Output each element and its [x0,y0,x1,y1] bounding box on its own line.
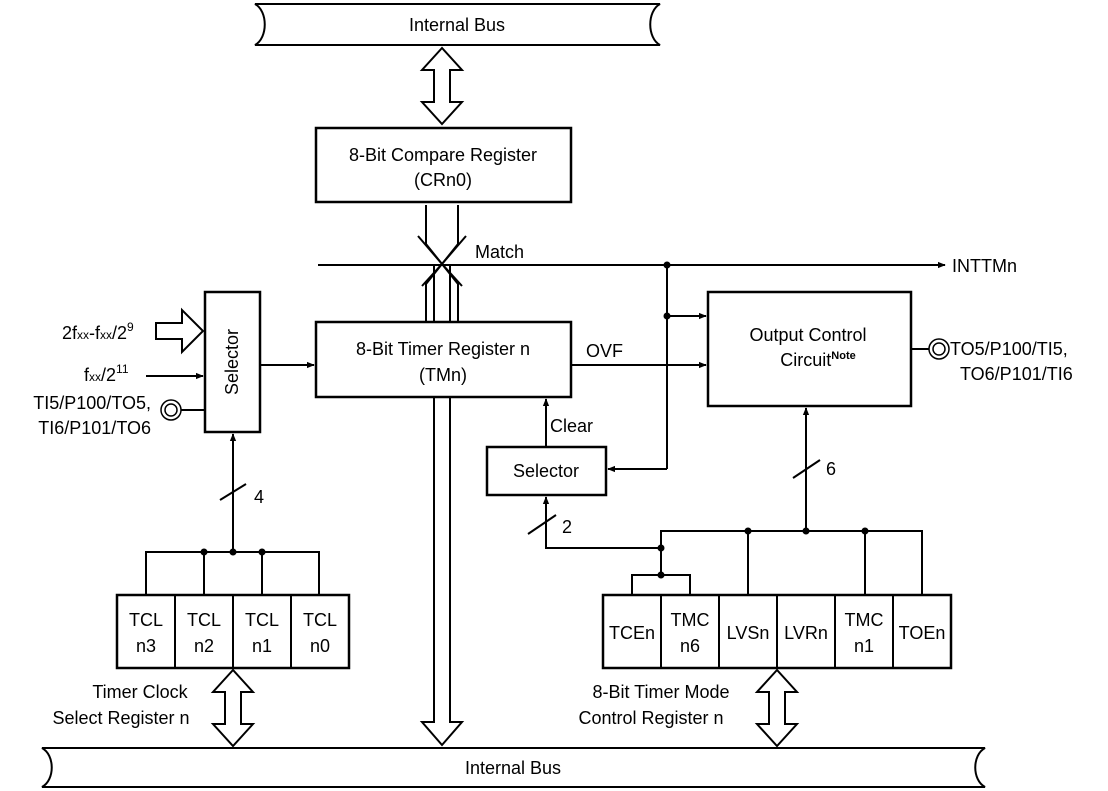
tmc-bit-n1-bottom: n1 [854,636,874,656]
to-pin-terminal [911,338,950,360]
ti-pin-label-1: TI5/P100/TO5, [33,393,151,413]
tcl-bit-n1-bottom: n1 [252,636,272,656]
clock-selector-box: Selector [203,290,262,434]
timer-register-bus-arrow [419,397,465,747]
tmc-register-name-1: 8-Bit Timer Mode [592,682,729,702]
timer-bus-upper-head [421,262,463,287]
tmc-bit-lvrn: LVRn [784,623,828,643]
internal-bus-bottom-label: Internal Bus [465,758,561,778]
output-width-slash [792,459,821,479]
match-branch [607,261,707,473]
clock-range-input-label: 2fxx-fxx/29 [62,320,134,343]
tcl-bit-n0-bottom: n0 [310,636,330,656]
clear-selector-box: Selector [485,445,608,497]
to-pin-label-2: TO6/P101/TI6 [960,364,1073,384]
internal-bus-bottom: Internal Bus [41,747,986,788]
output-control-box: Output Control CircuitNote [706,290,913,408]
tcl-bit-n3-top: TCL [129,610,163,630]
clock-selector-label: Selector [222,329,242,395]
tmc-bit-n6-bottom: n6 [680,636,700,656]
tcl-bus-arrow [210,668,256,748]
tcl-bit-n1-top: TCL [245,610,279,630]
clear-width-label: 2 [562,517,572,537]
ovf-label: OVF [586,341,623,361]
compare-register-box: 8-Bit Compare Register (CRn0) [314,126,573,204]
tmc-bit-lvsn: LVSn [727,623,770,643]
tmc-to-clear-selector [542,496,661,549]
match-label: Match [475,242,524,262]
compare-register-label: 8-Bit Compare Register [349,145,537,165]
timer-bus-upper [433,264,451,322]
tcl-bit-n2-bottom: n2 [194,636,214,656]
bus-to-compare-register-arrow [419,46,465,126]
tcl-bit-n2-top: TCL [187,610,221,630]
tcl-bit-n0-top: TCL [303,610,337,630]
ti-pin-terminal [160,399,205,421]
tmc-bit-tcen: TCEn [609,623,655,643]
tmc-bit-n6-top: TMC [671,610,710,630]
tcl-register-name-1: Timer Clock [92,682,188,702]
internal-bus-top-label: Internal Bus [409,15,505,35]
tcl-width-label: 4 [254,487,264,507]
tmc-bracket [631,527,923,595]
tmc-register-name-2: Control Register n [578,708,723,728]
timer-register-label: 8-Bit Timer Register n [356,339,530,359]
tmc-bit-toen: TOEn [899,623,946,643]
tcl-register-name-2: Select Register n [52,708,189,728]
output-control-label: Output Control [749,325,866,345]
clock-range-input-arrow [155,307,205,355]
clock-div-input-label: fxx/211 [84,362,129,385]
compare-register-code: (CRn0) [414,170,472,190]
clear-label: Clear [550,416,593,436]
tcl-register: TCL n3 TCL n2 TCL n1 TCL n0 [115,593,351,670]
tcl-bracket [145,548,320,595]
clear-width-slash [527,514,557,535]
output-control-label-2: CircuitNote [780,350,855,370]
tmc-bit-n1-top: TMC [845,610,884,630]
tmc-bus-arrow [754,668,800,748]
internal-bus-top: Internal Bus [254,3,661,46]
timer-register-box: 8-Bit Timer Register n (TMn) [314,320,573,399]
to-pin-label-1: TO5/P100/TI5, [950,339,1068,359]
clear-selector-label: Selector [513,461,579,481]
tcl-bit-n3-bottom: n3 [136,636,156,656]
ti-pin-label-2: TI6/P101/TO6 [38,418,151,438]
tcl-width-slash [219,483,247,501]
timer-register-code: (TMn) [419,365,467,385]
inttm-label: INTTMn [952,256,1017,276]
tmc-register: TCEn TMC n6 LVSn LVRn TMC n1 TOEn [601,593,953,670]
output-width-label: 6 [826,459,836,479]
